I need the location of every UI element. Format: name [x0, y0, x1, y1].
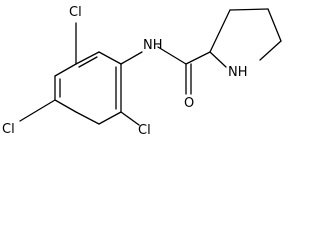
- amide-n-to-carbonyl: [157, 46, 187, 65]
- ring-bond: [75, 51, 100, 65]
- bond-to-left-chlorine: [19, 99, 56, 122]
- carbonyl-to-alpha-carbon: [185, 51, 211, 65]
- ring-bond: [98, 111, 122, 125]
- ring-bond: [75, 111, 100, 125]
- ring-bond: [209, 9, 231, 53]
- double-bond-inner: [78, 56, 98, 68]
- molecule-drawing: Cl Cl Cl NH O NH: [2, 5, 282, 138]
- structure-diagram: Cl Cl Cl NH O NH: [2, 5, 282, 138]
- chlorine-label-top: Cl: [69, 5, 82, 20]
- chlorine-label-left: Cl: [2, 122, 15, 137]
- ring-bond: [209, 51, 227, 68]
- ring-bond: [54, 99, 77, 113]
- benzene-ring: [54, 51, 122, 125]
- ring-bond: [267, 8, 282, 42]
- ring-nitrogen-label: NH: [228, 65, 248, 80]
- pyrrolidine-ring: [209, 8, 282, 68]
- carbonyl-oxygen-label: O: [184, 96, 194, 111]
- bond-to-amide-nitrogen: [120, 51, 143, 65]
- ring-bond: [259, 40, 282, 61]
- amide-nitrogen-label: NH: [143, 38, 163, 53]
- bond-to-bottom-chlorine: [120, 111, 140, 126]
- ring-bond: [54, 63, 77, 77]
- chlorine-label-bottom: Cl: [138, 123, 151, 138]
- ring-bond: [229, 8, 269, 11]
- ring-bond: [98, 51, 122, 65]
